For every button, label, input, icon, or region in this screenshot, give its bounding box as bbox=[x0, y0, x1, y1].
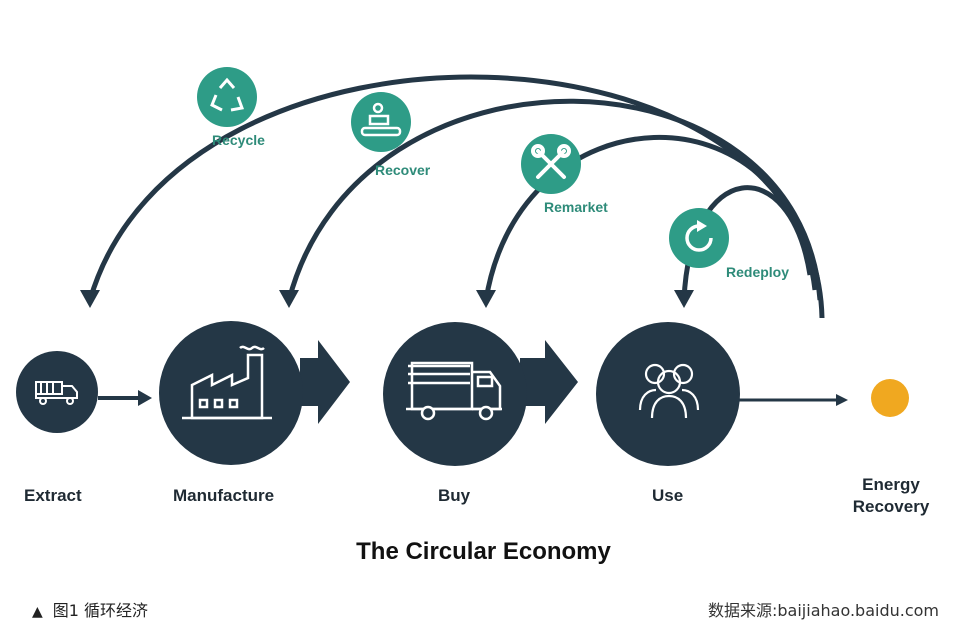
extract-label: Extract bbox=[24, 486, 82, 505]
manufacture-label: Manufacture bbox=[173, 486, 275, 505]
redeploy-label: Redeploy bbox=[726, 264, 790, 280]
recycle-label: Recycle bbox=[212, 132, 265, 148]
recover-arrowhead bbox=[279, 290, 299, 308]
delivery-truck-icon bbox=[406, 361, 502, 421]
remarket-arrowhead bbox=[476, 290, 496, 308]
buy-label: Buy bbox=[438, 486, 471, 505]
recycle-arrowhead bbox=[80, 290, 100, 308]
use-arrowhead bbox=[836, 394, 848, 406]
manufacture-to-buy-arrow bbox=[300, 340, 350, 424]
recycle-badge bbox=[197, 67, 257, 127]
conveyor-icon bbox=[360, 102, 402, 137]
buy-circle bbox=[383, 322, 527, 466]
source-credit: 数据来源:baijiahao.baidu.com bbox=[708, 601, 939, 620]
recover-label: Recover bbox=[375, 162, 431, 178]
use-label: Use bbox=[652, 486, 684, 505]
energy-dot-icon bbox=[871, 379, 909, 417]
diagram-title: The Circular Economy bbox=[356, 538, 611, 565]
recycle-loop-arrow bbox=[87, 74, 825, 319]
buy-to-use-arrow bbox=[520, 340, 578, 424]
recover-badge bbox=[351, 92, 411, 152]
energy-recovery-line1: Energy bbox=[862, 475, 920, 494]
recycle-icon bbox=[210, 77, 245, 112]
caption-marker: ▲ bbox=[32, 604, 43, 620]
redeploy-badge bbox=[669, 208, 729, 268]
remarket-label: Remarket bbox=[544, 199, 608, 215]
energy-recovery-line2: Recovery bbox=[852, 497, 930, 516]
dump-truck-icon bbox=[35, 381, 78, 405]
wrench-screwdriver-icon bbox=[531, 144, 571, 179]
caption-text: 图1 循环经济 bbox=[52, 601, 149, 620]
redeploy-arrowhead bbox=[674, 290, 694, 308]
people-icon bbox=[638, 363, 700, 419]
extract-circle bbox=[16, 351, 98, 433]
refresh-icon bbox=[685, 220, 713, 252]
factory-icon bbox=[182, 345, 272, 420]
energy-recovery-label: Energy Recovery bbox=[831, 474, 951, 518]
manufacture-circle bbox=[159, 321, 303, 465]
extract-arrowhead bbox=[138, 390, 152, 406]
figure-caption: ▲ 图1 循环经济 bbox=[32, 597, 148, 621]
